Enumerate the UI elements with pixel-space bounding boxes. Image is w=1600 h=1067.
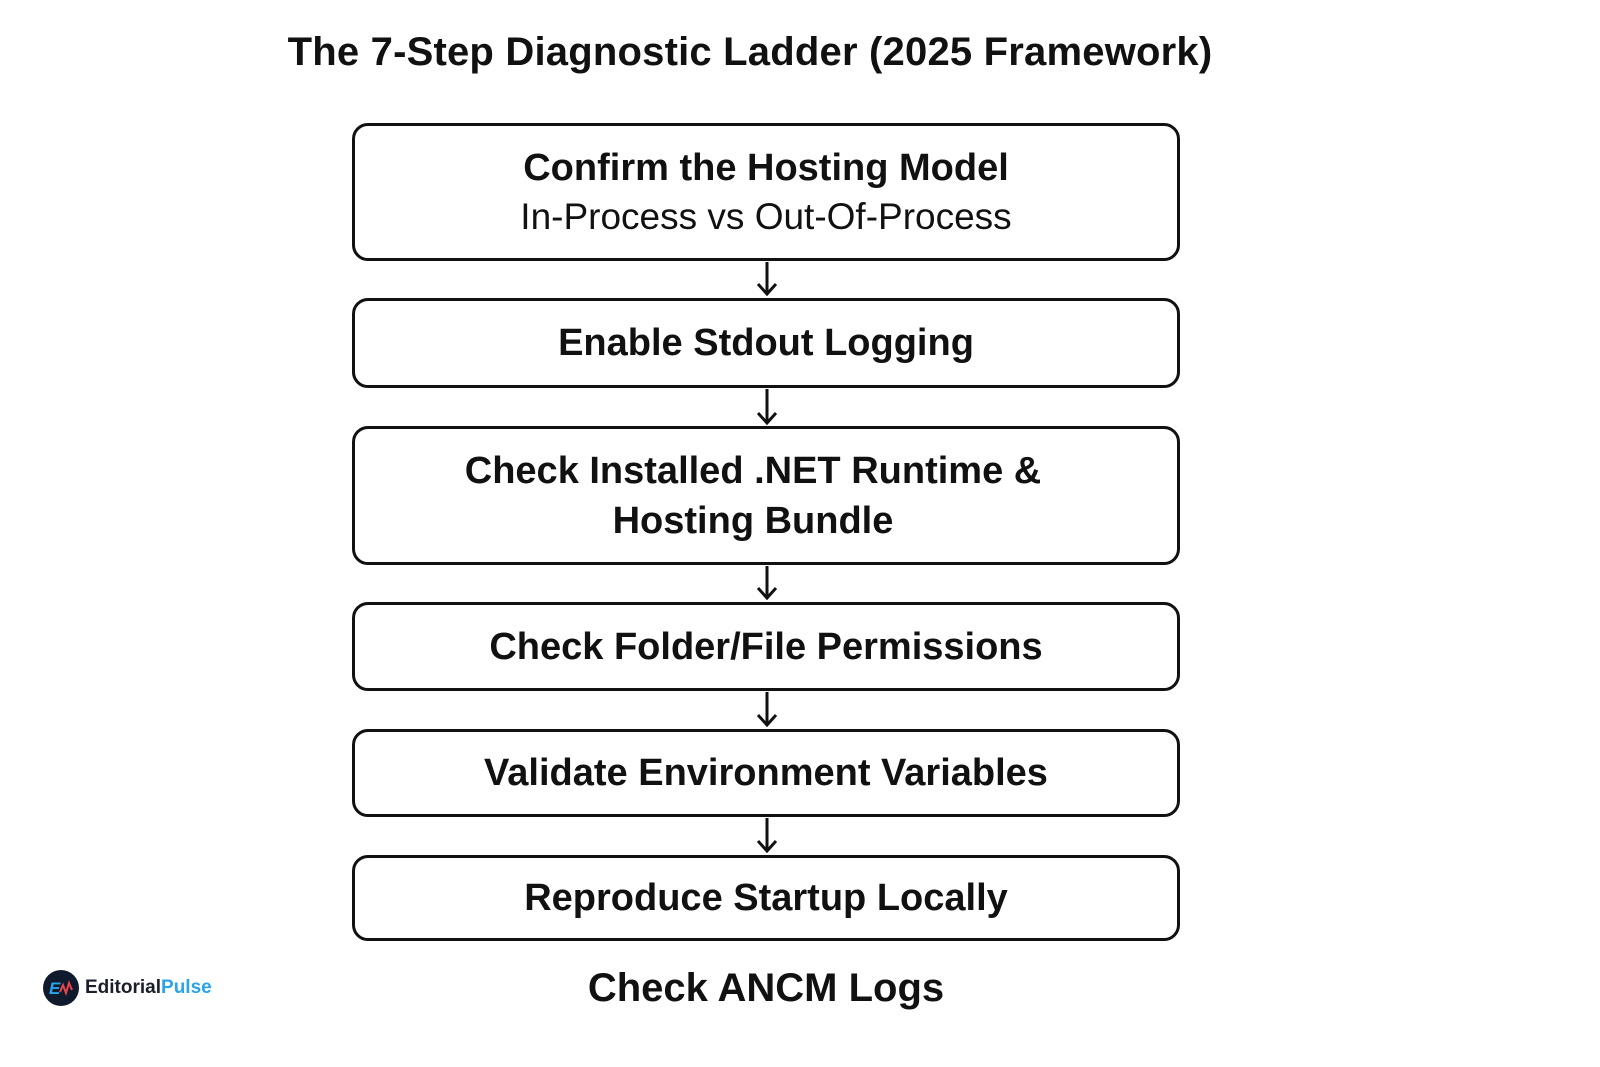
- brand-name-part1: Editorial: [85, 977, 162, 998]
- step-3-box: Check Installed .NET Runtime & Hosting B…: [352, 426, 1180, 565]
- step-2-box: Enable Stdout Logging: [352, 298, 1180, 388]
- editorialpulse-logo-icon: E: [43, 970, 79, 1006]
- step-5-title: Validate Environment Variables: [484, 752, 1048, 794]
- arrow-down-icon: [755, 262, 779, 296]
- svg-text:E: E: [49, 979, 61, 998]
- step-3-title-line2: Hosting Bundle: [612, 499, 894, 542]
- arrow-down-icon: [755, 389, 779, 425]
- final-step-label: Check ANCM Logs: [587, 966, 945, 1010]
- arrow-down-icon: [755, 818, 779, 853]
- arrow-down-icon: [755, 692, 779, 727]
- step-2-title: Enable Stdout Logging: [558, 322, 974, 364]
- step-5-box: Validate Environment Variables: [352, 729, 1180, 817]
- step-1-box: Confirm the Hosting Model In-Process vs …: [352, 123, 1180, 261]
- brand-name-part2: Pulse: [161, 977, 212, 998]
- step-4-box: Check Folder/File Permissions: [352, 602, 1180, 691]
- brand-logo: E EditorialPulse: [43, 970, 212, 1006]
- step-1-title: Confirm the Hosting Model: [523, 147, 1009, 189]
- brand-name: EditorialPulse: [85, 977, 212, 999]
- diagram-title: The 7-Step Diagnostic Ladder (2025 Frame…: [287, 30, 1213, 74]
- step-1-subtitle: In-Process vs Out-Of-Process: [520, 196, 1012, 237]
- step-4-title: Check Folder/File Permissions: [489, 625, 1043, 668]
- step-6-box: Reproduce Startup Locally: [352, 855, 1180, 941]
- step-3-title: Check Installed .NET Runtime &: [464, 449, 1042, 492]
- step-6-title: Reproduce Startup Locally: [524, 877, 1008, 919]
- arrow-down-icon: [755, 566, 779, 600]
